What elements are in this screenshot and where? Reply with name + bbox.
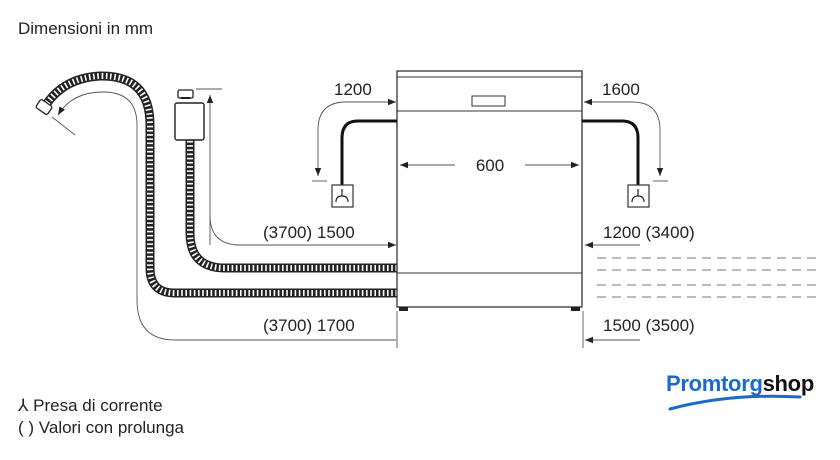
left-cord-length: 1200 bbox=[334, 80, 372, 99]
inlet-dimension-line bbox=[196, 88, 396, 249]
inlet-hose bbox=[174, 89, 397, 273]
logo-part1: Promtorg bbox=[666, 371, 763, 396]
drain-hose-left-length: (3700) 1700 bbox=[263, 316, 355, 335]
power-cord-left bbox=[312, 98, 397, 208]
inlet-hose-right-length: 1200 (3400) bbox=[603, 223, 695, 242]
legend-extension: ( ) Valori con prolunga bbox=[18, 418, 184, 438]
extension-symbol: ( ) bbox=[18, 418, 35, 437]
logo-part2: shop bbox=[762, 371, 815, 396]
logo-swoosh bbox=[668, 394, 802, 411]
aquastop-valve bbox=[174, 102, 205, 141]
right-cord-length: 1600 bbox=[602, 80, 640, 99]
control-display bbox=[471, 95, 506, 107]
drain-hose-right-length: 1500 (3500) bbox=[603, 316, 695, 335]
dishwasher-front bbox=[396, 70, 583, 311]
foot-left bbox=[399, 307, 408, 311]
width-value: 600 bbox=[476, 156, 504, 175]
legend-socket: ⅄ Presa di corrente bbox=[18, 396, 163, 416]
drain-hose bbox=[35, 71, 397, 298]
power-cord-right bbox=[582, 98, 668, 208]
legend-socket-label: Presa di corrente bbox=[33, 396, 163, 415]
floor-dashed-lines bbox=[597, 257, 822, 298]
diagram-title: Dimensioni in mm bbox=[18, 19, 154, 38]
socket-symbol-icon: ⅄ bbox=[18, 396, 29, 415]
inlet-hose-left-length: (3700) 1500 bbox=[263, 223, 355, 242]
legend-extension-label: Valori con prolunga bbox=[38, 418, 185, 437]
promtorgshop-logo: Promtorgshop bbox=[666, 371, 814, 397]
drain-dimension-line bbox=[51, 91, 396, 341]
foot-right bbox=[571, 307, 580, 311]
